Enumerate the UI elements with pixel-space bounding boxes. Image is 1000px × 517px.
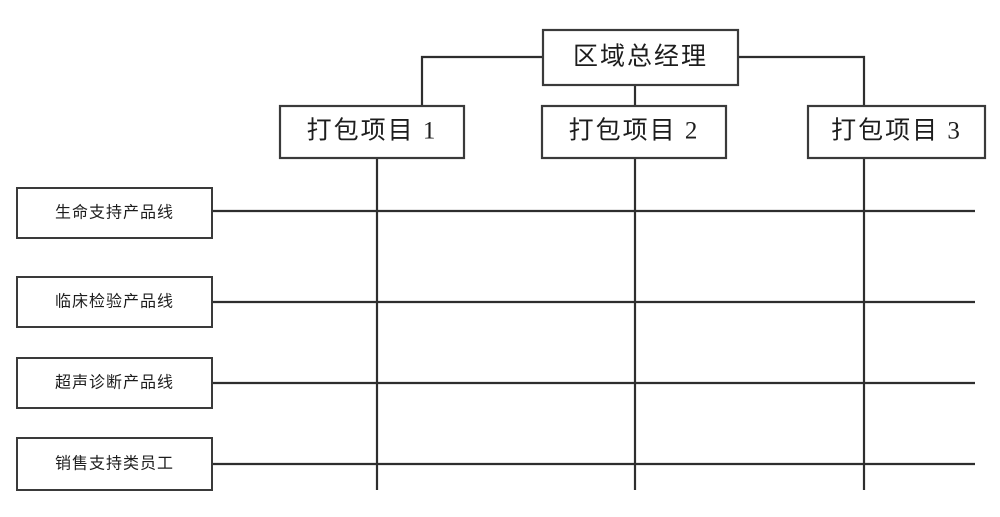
node-packaged-project-2[interactable]: 打包项目 2	[540, 104, 728, 160]
root-to-columns-connectors	[420, 55, 866, 108]
node-life-support-product-line[interactable]: 生命支持产品线	[16, 187, 213, 239]
node-label-packaged-project-3: 打包项目 3	[831, 117, 962, 145]
connector-root-to-project-1	[420, 55, 545, 108]
node-box-clinical-lab-product-line	[16, 276, 213, 328]
row-lines	[212, 209, 975, 466]
column-lines	[375, 158, 866, 490]
node-label-clinical-lab-product-line: 临床检验产品线	[55, 293, 174, 311]
node-box-packaged-project-1	[278, 104, 466, 160]
node-regional-general-manager[interactable]: 区域总经理	[541, 28, 740, 87]
node-box-life-support-product-line	[16, 187, 213, 239]
node-label-packaged-project-2: 打包项目 2	[569, 117, 700, 145]
node-clinical-lab-product-line[interactable]: 临床检验产品线	[16, 276, 213, 328]
node-box-sales-support-staff	[16, 437, 213, 491]
node-box-packaged-project-2	[540, 104, 728, 160]
node-label-life-support-product-line: 生命支持产品线	[55, 204, 174, 222]
node-label-ultrasound-product-line: 超声诊断产品线	[55, 374, 174, 392]
connector-root-to-project-3	[736, 55, 866, 108]
node-packaged-project-1[interactable]: 打包项目 1	[278, 104, 466, 160]
node-ultrasound-product-line[interactable]: 超声诊断产品线	[16, 357, 213, 409]
node-label-sales-support-staff: 销售支持类员工	[55, 455, 174, 473]
node-packaged-project-3[interactable]: 打包项目 3	[806, 104, 987, 160]
node-label-packaged-project-1: 打包项目 1	[307, 117, 438, 145]
node-box-packaged-project-3	[806, 104, 987, 160]
node-box-ultrasound-product-line	[16, 357, 213, 409]
node-label-regional-general-manager: 区域总经理	[573, 43, 708, 71]
node-box-regional-general-manager	[541, 28, 740, 87]
node-sales-support-staff[interactable]: 销售支持类员工	[16, 437, 213, 491]
